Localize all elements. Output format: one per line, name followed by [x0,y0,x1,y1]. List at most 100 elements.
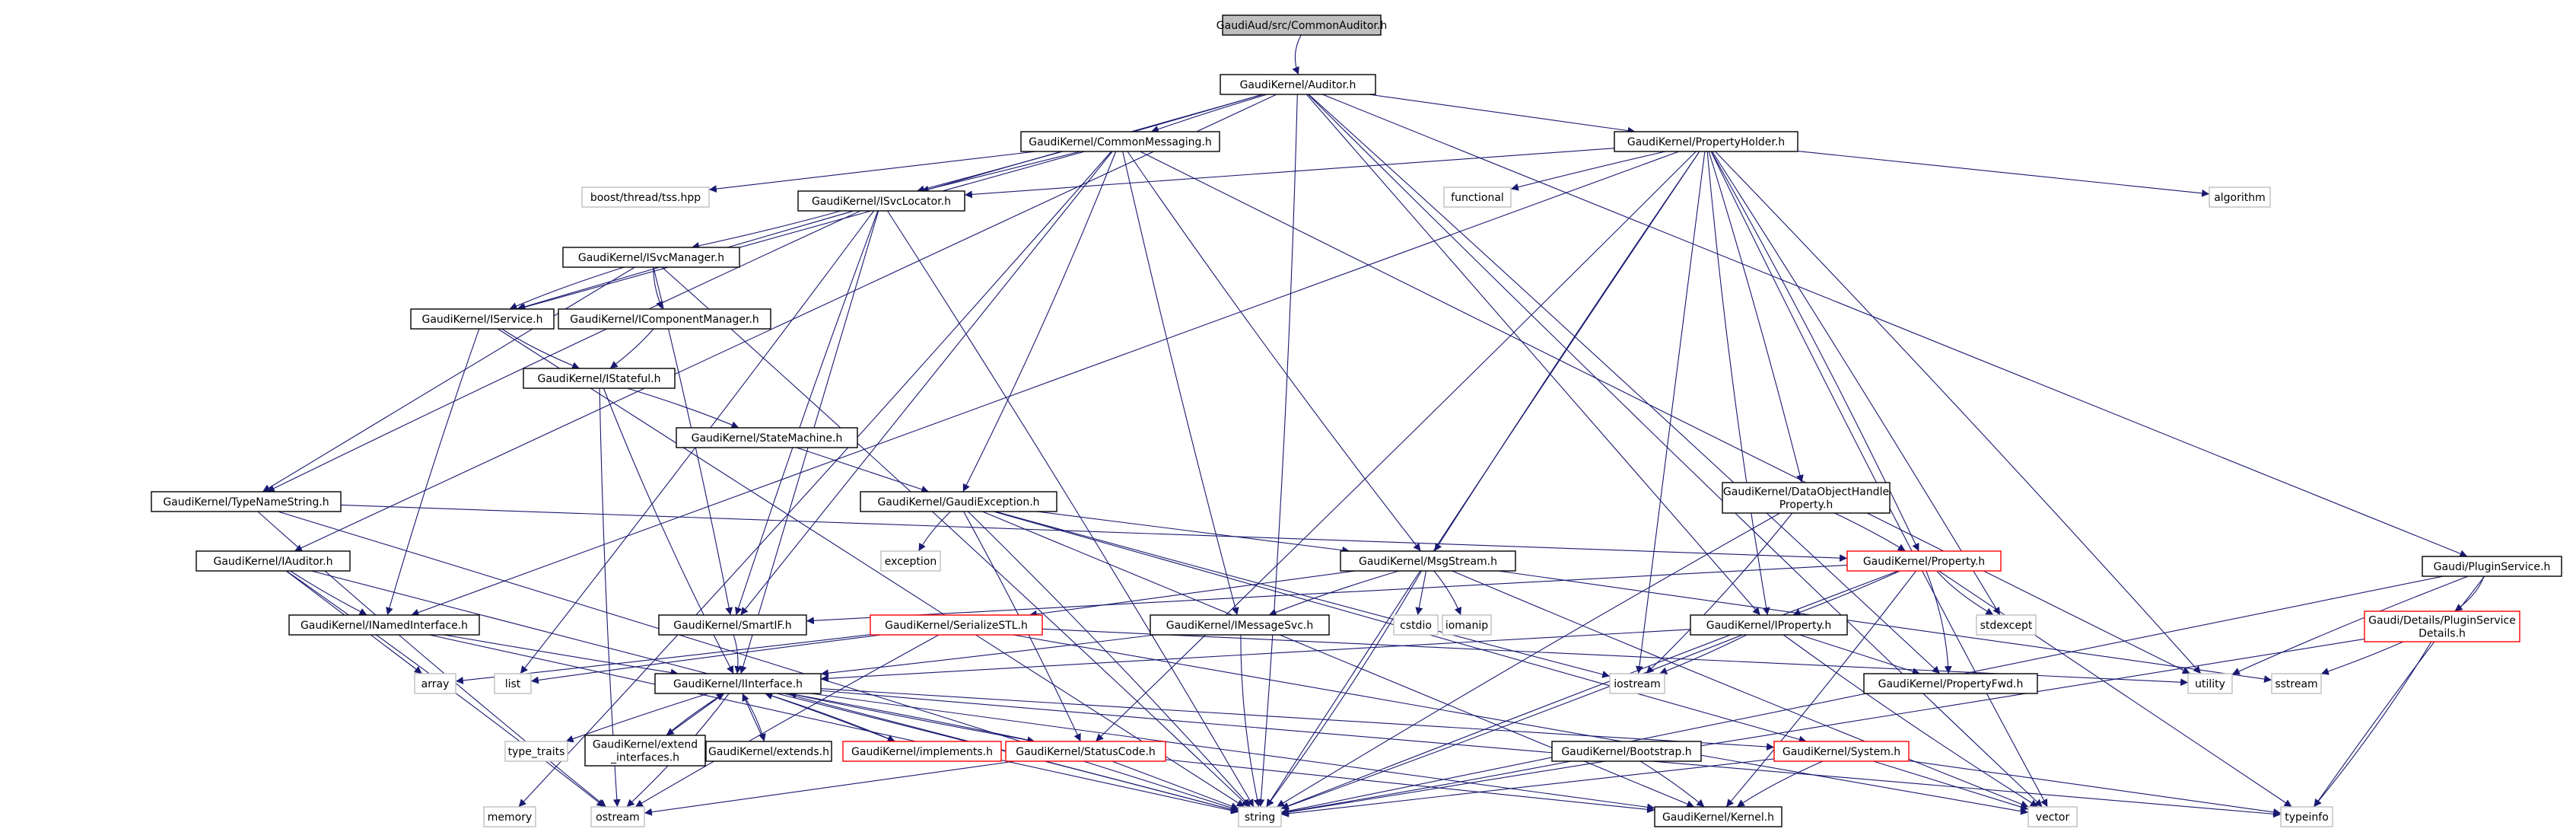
node-icompmgr[interactable]: GaudiKernel/IComponentManager.h [558,308,771,330]
node-box-isvclocator [797,190,965,212]
edge-serializestl-to-list [530,634,882,684]
edge-propholder-to-property [1710,151,1919,552]
edge-system-to-typeinfo [1908,760,2282,816]
node-kernel[interactable]: GaudiKernel/Kernel.h [1654,806,1783,827]
edge-property-to-typeinfo [1938,570,2292,808]
node-box-string [1238,806,1282,827]
edge-iauditor-to-inamedif [290,570,367,616]
node-inamedif[interactable]: GaudiKernel/INamedInterface.h [288,614,480,636]
node-box-smartif [658,614,807,636]
node-bootstrap[interactable]: GaudiKernel/Bootstrap.h [1551,741,1702,762]
node-isvcmanager[interactable]: GaudiKernel/ISvcManager.h [562,247,740,268]
edge-extends-to-iinterface [742,693,765,742]
node-serializestl[interactable]: GaudiKernel/SerializeSTL.h [870,614,1043,636]
node-gaudiexc[interactable]: GaudiKernel/GaudiException.h [860,491,1057,512]
node-box-inamedif [288,614,480,636]
edge-bootstrap-to-string [1280,760,1572,816]
edge-serializestl-to-vector [1013,634,2029,815]
node-box-statemachine [676,427,858,448]
node-label-propholder: GaudiKernel/PropertyHolder.h [1627,136,1785,148]
node-iauditor[interactable]: GaudiKernel/IAuditor.h [196,550,351,572]
node-extendif[interactable]: GaudiKernel/extend_interfaces.h [584,735,706,767]
edge-inamedif-to-string [429,634,1239,814]
node-auditor[interactable]: GaudiKernel/Auditor.h [1220,74,1376,95]
edge-isvcmanager-to-typename [262,266,635,493]
edge-commonmsg-to-smartif [740,151,1113,616]
node-statemachine[interactable]: GaudiKernel/StateMachine.h [676,427,858,448]
edge-implements-to-iinterface [765,692,895,742]
node-iinterface[interactable]: GaudiKernel/IInterface.h [654,673,822,694]
node-box-commonmsg [1020,131,1220,152]
node-implements[interactable]: GaudiKernel/implements.h [842,741,1002,762]
node-pluginsvc[interactable]: Gaudi/PluginService.h [2422,556,2562,577]
edge-iinterface-to-extendif [666,693,725,736]
node-ostream: ostream [590,806,645,827]
node-istateful[interactable]: GaudiKernel/IStateful.h [523,368,676,389]
node-typeinfo: typeinfo [2280,806,2333,827]
edge-msgstream-to-iomanip [1433,570,1462,616]
edge-property-to-stdexcept [1936,570,1994,616]
node-root[interactable]: GaudiAud/src/CommonAuditor.h [1216,14,1387,36]
edge-gaudiexc-to-msgstream [1036,511,1350,554]
edge-commonmsg-to-memory [518,151,1112,808]
node-typename[interactable]: GaudiKernel/TypeNameString.h [151,491,342,512]
node-smartif[interactable]: GaudiKernel/SmartIF.h [658,614,807,636]
edge-iproperty-to-string [1280,634,1743,810]
node-imessagesvc[interactable]: GaudiKernel/IMessageSvc.h [1150,614,1330,636]
header-nodes: GaudiAud/src/CommonAuditor.hGaudiKernel/… [151,14,2562,827]
node-property[interactable]: GaudiKernel/Property.h [1846,550,2002,572]
edge-root-to-auditor [1292,34,1302,75]
edge-isvcmanager-to-string [661,266,1250,808]
node-iservice[interactable]: GaudiKernel/IService.h [410,308,555,330]
node-label-propfwd: GaudiKernel/PropertyFwd.h [1878,678,2024,690]
node-msgstream[interactable]: GaudiKernel/MsgStream.h [1340,550,1516,572]
node-isvclocator[interactable]: GaudiKernel/ISvcLocator.h [797,190,965,212]
node-label-exception: exception [885,556,937,568]
edge-statuscode-to-iinterface [788,690,1035,742]
node-commonmsg[interactable]: GaudiKernel/CommonMessaging.h [1020,131,1220,152]
node-propfwd[interactable]: GaudiKernel/PropertyFwd.h [1863,673,2038,694]
node-box-iomanip [1442,614,1492,636]
edge-propholder-to-vector [1710,151,2048,808]
node-statuscode[interactable]: GaudiKernel/StatusCode.h [1005,741,1166,762]
node-label-iinterface: GaudiKernel/IInterface.h [673,678,803,690]
node-system[interactable]: GaudiKernel/System.h [1773,741,1910,762]
node-label-isvclocator: GaudiKernel/ISvcLocator.h [812,196,951,208]
node-box-statuscode [1005,741,1166,762]
edge-auditor-to-iproperty [1305,94,1761,616]
node-box-functional [1443,186,1512,208]
node-propholder[interactable]: GaudiKernel/PropertyHolder.h [1614,131,1798,152]
node-functional: functional [1443,186,1512,208]
node-iostream: iostream [1609,673,1665,694]
edge-gaudiexc-to-iostream [995,511,1611,678]
edge-istateful-to-statemachine [627,387,739,429]
node-label-root: GaudiAud/src/CommonAuditor.h [1216,20,1387,32]
edge-system-to-string [1280,758,1775,818]
edge-propholder-to-inamedif [411,151,1680,617]
edge-commonmsg-to-iservice [517,151,1085,311]
node-box-array [414,673,456,694]
node-box-gaudiexc [860,491,1057,512]
node-label-pluginsvc: Gaudi/PluginService.h [2434,561,2551,573]
node-vector: vector [2027,806,2078,827]
node-box-sstream [2271,673,2322,694]
node-iproperty[interactable]: GaudiKernel/IProperty.h [1690,614,1848,636]
node-label-bootstrap: GaudiKernel/Bootstrap.h [1561,746,1691,758]
node-box-vector [2027,806,2078,827]
node-box-kernel [1654,806,1783,827]
edge-propholder-to-utility [1715,151,2202,674]
node-box-icompmgr [558,308,771,330]
node-label-iauditor: GaudiKernel/IAuditor.h [214,556,333,568]
edge-dataobj-to-iostream [1646,512,1793,674]
node-iomanip: iomanip [1442,614,1492,636]
node-label-extends: GaudiKernel/extends.h [708,746,829,758]
node-extends[interactable]: GaudiKernel/extends.h [705,741,832,762]
node-label-iostream: iostream [1614,678,1661,690]
node-label-extendif-0: GaudiKernel/extend [593,739,698,751]
node-cstdio: cstdio [1393,614,1439,636]
node-label-plugindetails-0: Gaudi/Details/PluginService [2368,615,2516,627]
node-label-sstream: sstream [2275,678,2317,690]
edge-imessagesvc-to-iinterface [820,634,1156,677]
